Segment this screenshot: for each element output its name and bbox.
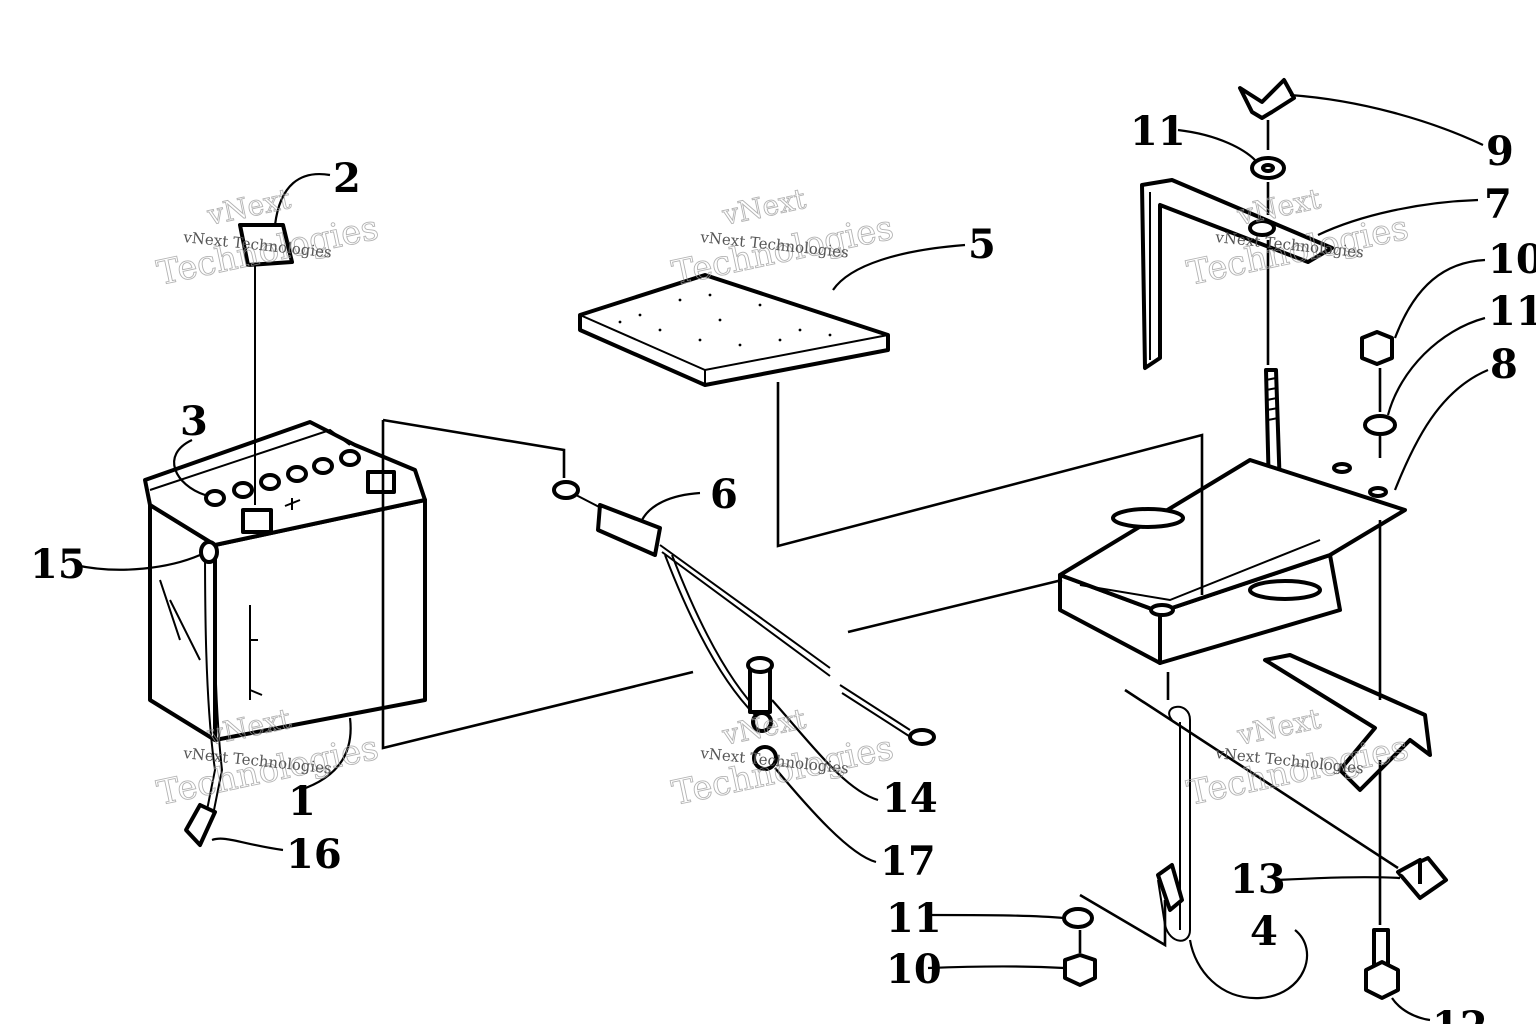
callout-15: 15 (30, 541, 86, 588)
support-bracket (1263, 653, 1432, 792)
battery-pad (578, 273, 890, 387)
callout-11-bottom: 11 (886, 895, 942, 942)
washer-right (1363, 414, 1397, 436)
callout-11-right: 11 (1488, 288, 1536, 335)
watermark-line1: vNext (719, 182, 810, 232)
callout-17: 17 (880, 838, 936, 885)
assembly-lines (381, 120, 1399, 953)
battery-cell-caps (204, 449, 361, 507)
callout-13: 13 (1230, 856, 1286, 903)
watermark-line1: vNext (1234, 702, 1325, 752)
callout-8: 8 (1490, 341, 1518, 388)
j-hook (1156, 705, 1191, 942)
callout-2: 2 (333, 155, 361, 202)
hold-down-bracket (1140, 178, 1334, 370)
wing-nut (1238, 78, 1296, 120)
nut-right (1360, 330, 1394, 366)
bolt (1364, 928, 1400, 1000)
watermark-line2: Technologies (1184, 728, 1412, 814)
washer-bottom (1062, 907, 1094, 929)
callout-11-top: 11 (1130, 108, 1186, 155)
spacer (1396, 856, 1448, 900)
watermark-line1: vNext (719, 702, 810, 752)
ground-cable (552, 480, 936, 771)
nut-bottom (1063, 953, 1097, 987)
watermark-top-center: vNext Technologies vNext Technologies (668, 182, 897, 295)
callout-6: 6 (710, 471, 738, 518)
callout-1: 1 (288, 778, 316, 825)
callout-labels: 2 3 15 16 1 5 6 14 17 11 9 7 10 11 8 13 … (30, 108, 1536, 1024)
callout-10-right: 10 (1488, 236, 1536, 283)
callout-9: 9 (1486, 128, 1514, 175)
callout-7: 7 (1484, 181, 1512, 228)
battery-tray (1058, 458, 1407, 665)
washer-top (1250, 156, 1286, 180)
watermark-line2: Technologies (669, 728, 897, 814)
callout-5: 5 (968, 221, 996, 268)
callout-14: 14 (882, 775, 938, 822)
callout-10-bottom: 10 (886, 946, 942, 993)
watermark-bottom-center: vNext Technologies vNext Technologies (668, 702, 897, 815)
vent-tube (184, 540, 224, 847)
callout-12: 12 (1432, 1003, 1488, 1024)
callout-4: 4 (1250, 908, 1278, 955)
terminal-cap (238, 223, 294, 505)
battery (143, 420, 427, 742)
callout-16: 16 (286, 831, 342, 878)
callout-3: 3 (180, 398, 208, 445)
leader-lines (74, 93, 1489, 1022)
